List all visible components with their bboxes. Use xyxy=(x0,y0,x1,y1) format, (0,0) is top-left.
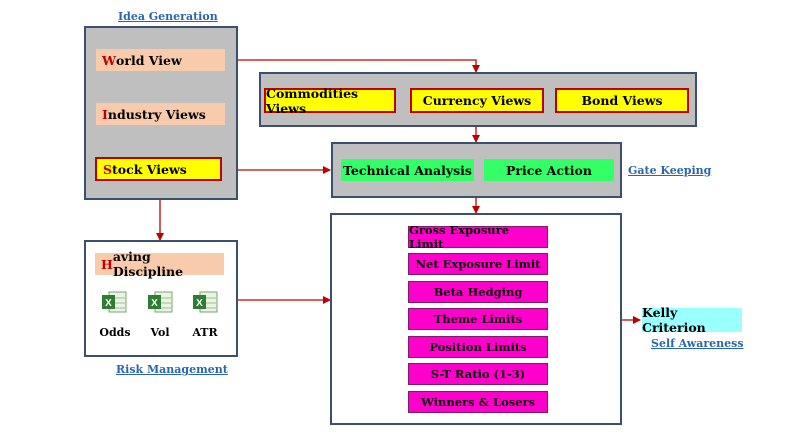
vol-label: Vol xyxy=(150,326,170,339)
kelly-criterion-box: Kelly Criterion xyxy=(642,305,742,335)
odds-label: Odds xyxy=(99,326,131,339)
idea-generation-title[interactable]: Idea Generation xyxy=(118,10,218,23)
bond-views-box: Bond Views xyxy=(555,88,689,113)
vol-spreadsheet[interactable]: X xyxy=(146,290,174,318)
spreadsheet-icon: X xyxy=(148,291,173,313)
svg-text:X: X xyxy=(105,298,112,309)
st-ratio-box: S-T Ratio (1-3) xyxy=(408,363,548,385)
industry-views-initial: I xyxy=(102,106,108,122)
stock-views-label: tock Views xyxy=(112,161,187,177)
position-limits-box: Position Limits xyxy=(408,336,548,358)
having-discipline-initial: H xyxy=(101,256,113,272)
atr-spreadsheet[interactable]: X xyxy=(191,290,219,318)
svg-text:X: X xyxy=(151,298,158,309)
net-exposure-limit-box: Net Exposure Limit xyxy=(408,253,548,275)
atr-label: ATR xyxy=(192,326,218,339)
arrow-world-to-macro xyxy=(226,59,480,73)
stock-views-initial: S xyxy=(103,161,113,177)
currency-views-box: Currency Views xyxy=(410,88,544,113)
gross-exposure-limit-box: Gross Exposure Limit xyxy=(408,223,548,251)
world-view-label: orld View xyxy=(116,52,182,68)
risk-management-title[interactable]: Risk Management xyxy=(116,363,228,376)
theme-limits-box: Theme Limits xyxy=(408,308,548,330)
having-discipline-label: aving Discipline xyxy=(112,249,184,279)
spreadsheet-icon: X xyxy=(102,291,127,313)
world-view-initial: W xyxy=(102,52,117,68)
industry-views-label: ndustry Views xyxy=(107,106,206,122)
odds-spreadsheet[interactable]: X xyxy=(100,290,128,318)
spreadsheet-icon: X xyxy=(193,291,218,313)
technical-analysis-box: Technical Analysis xyxy=(341,159,474,181)
winners-losers-box: Winners & Losers xyxy=(408,391,548,413)
self-awareness-title[interactable]: Self Awareness xyxy=(651,337,744,350)
svg-text:X: X xyxy=(196,298,203,309)
price-action-box: Price Action xyxy=(484,159,614,181)
beta-hedging-box: Beta Hedging xyxy=(408,281,548,303)
gate-keeping-title[interactable]: Gate Keeping xyxy=(628,164,712,177)
commodities-views-box: Commodities Views xyxy=(264,86,396,116)
